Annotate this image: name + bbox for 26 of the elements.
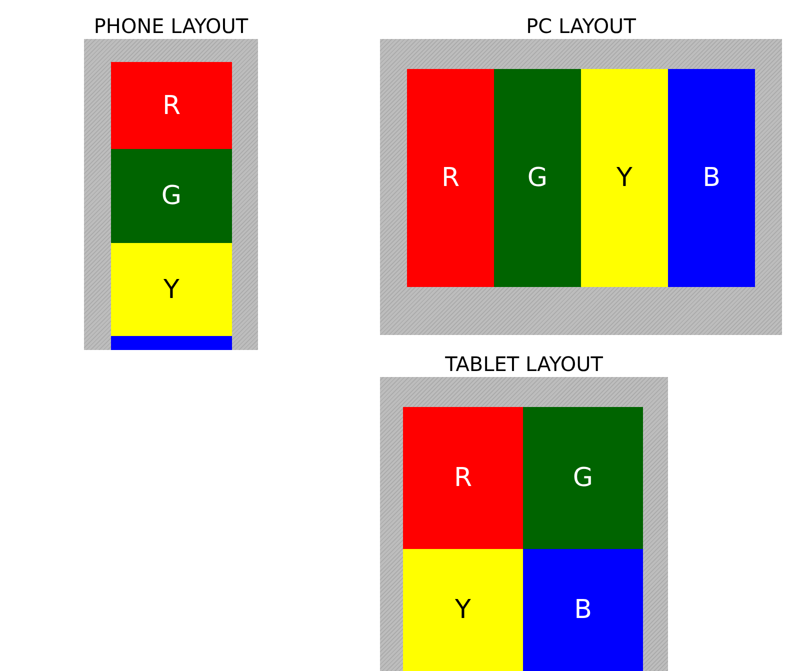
layout-title: PC LAYOUT bbox=[526, 15, 636, 37]
block-letter: R bbox=[441, 163, 460, 193]
color-block bbox=[407, 69, 494, 287]
color-block bbox=[111, 243, 232, 336]
color-block bbox=[523, 407, 643, 549]
color-block bbox=[523, 549, 643, 671]
block-letter: R bbox=[454, 463, 472, 493]
block-letter: R bbox=[162, 90, 181, 120]
block-letter: G bbox=[572, 463, 594, 493]
block-letter: Y bbox=[616, 163, 632, 193]
color-bar bbox=[111, 336, 232, 350]
block-letter: Y bbox=[164, 274, 180, 304]
block-letter: B bbox=[702, 163, 720, 193]
color-block bbox=[581, 69, 668, 287]
color-block bbox=[111, 149, 232, 243]
block-letter: B bbox=[574, 595, 592, 625]
block-letter: Y bbox=[455, 595, 471, 625]
color-block bbox=[403, 407, 523, 549]
layout-title: PHONE LAYOUT bbox=[94, 15, 248, 37]
block-letter: G bbox=[527, 163, 548, 193]
block-letter: G bbox=[161, 181, 182, 211]
color-block bbox=[403, 549, 523, 671]
layout-title: TABLET LAYOUT bbox=[445, 353, 603, 375]
color-block bbox=[111, 62, 232, 149]
color-block bbox=[494, 69, 581, 287]
color-block bbox=[668, 69, 755, 287]
